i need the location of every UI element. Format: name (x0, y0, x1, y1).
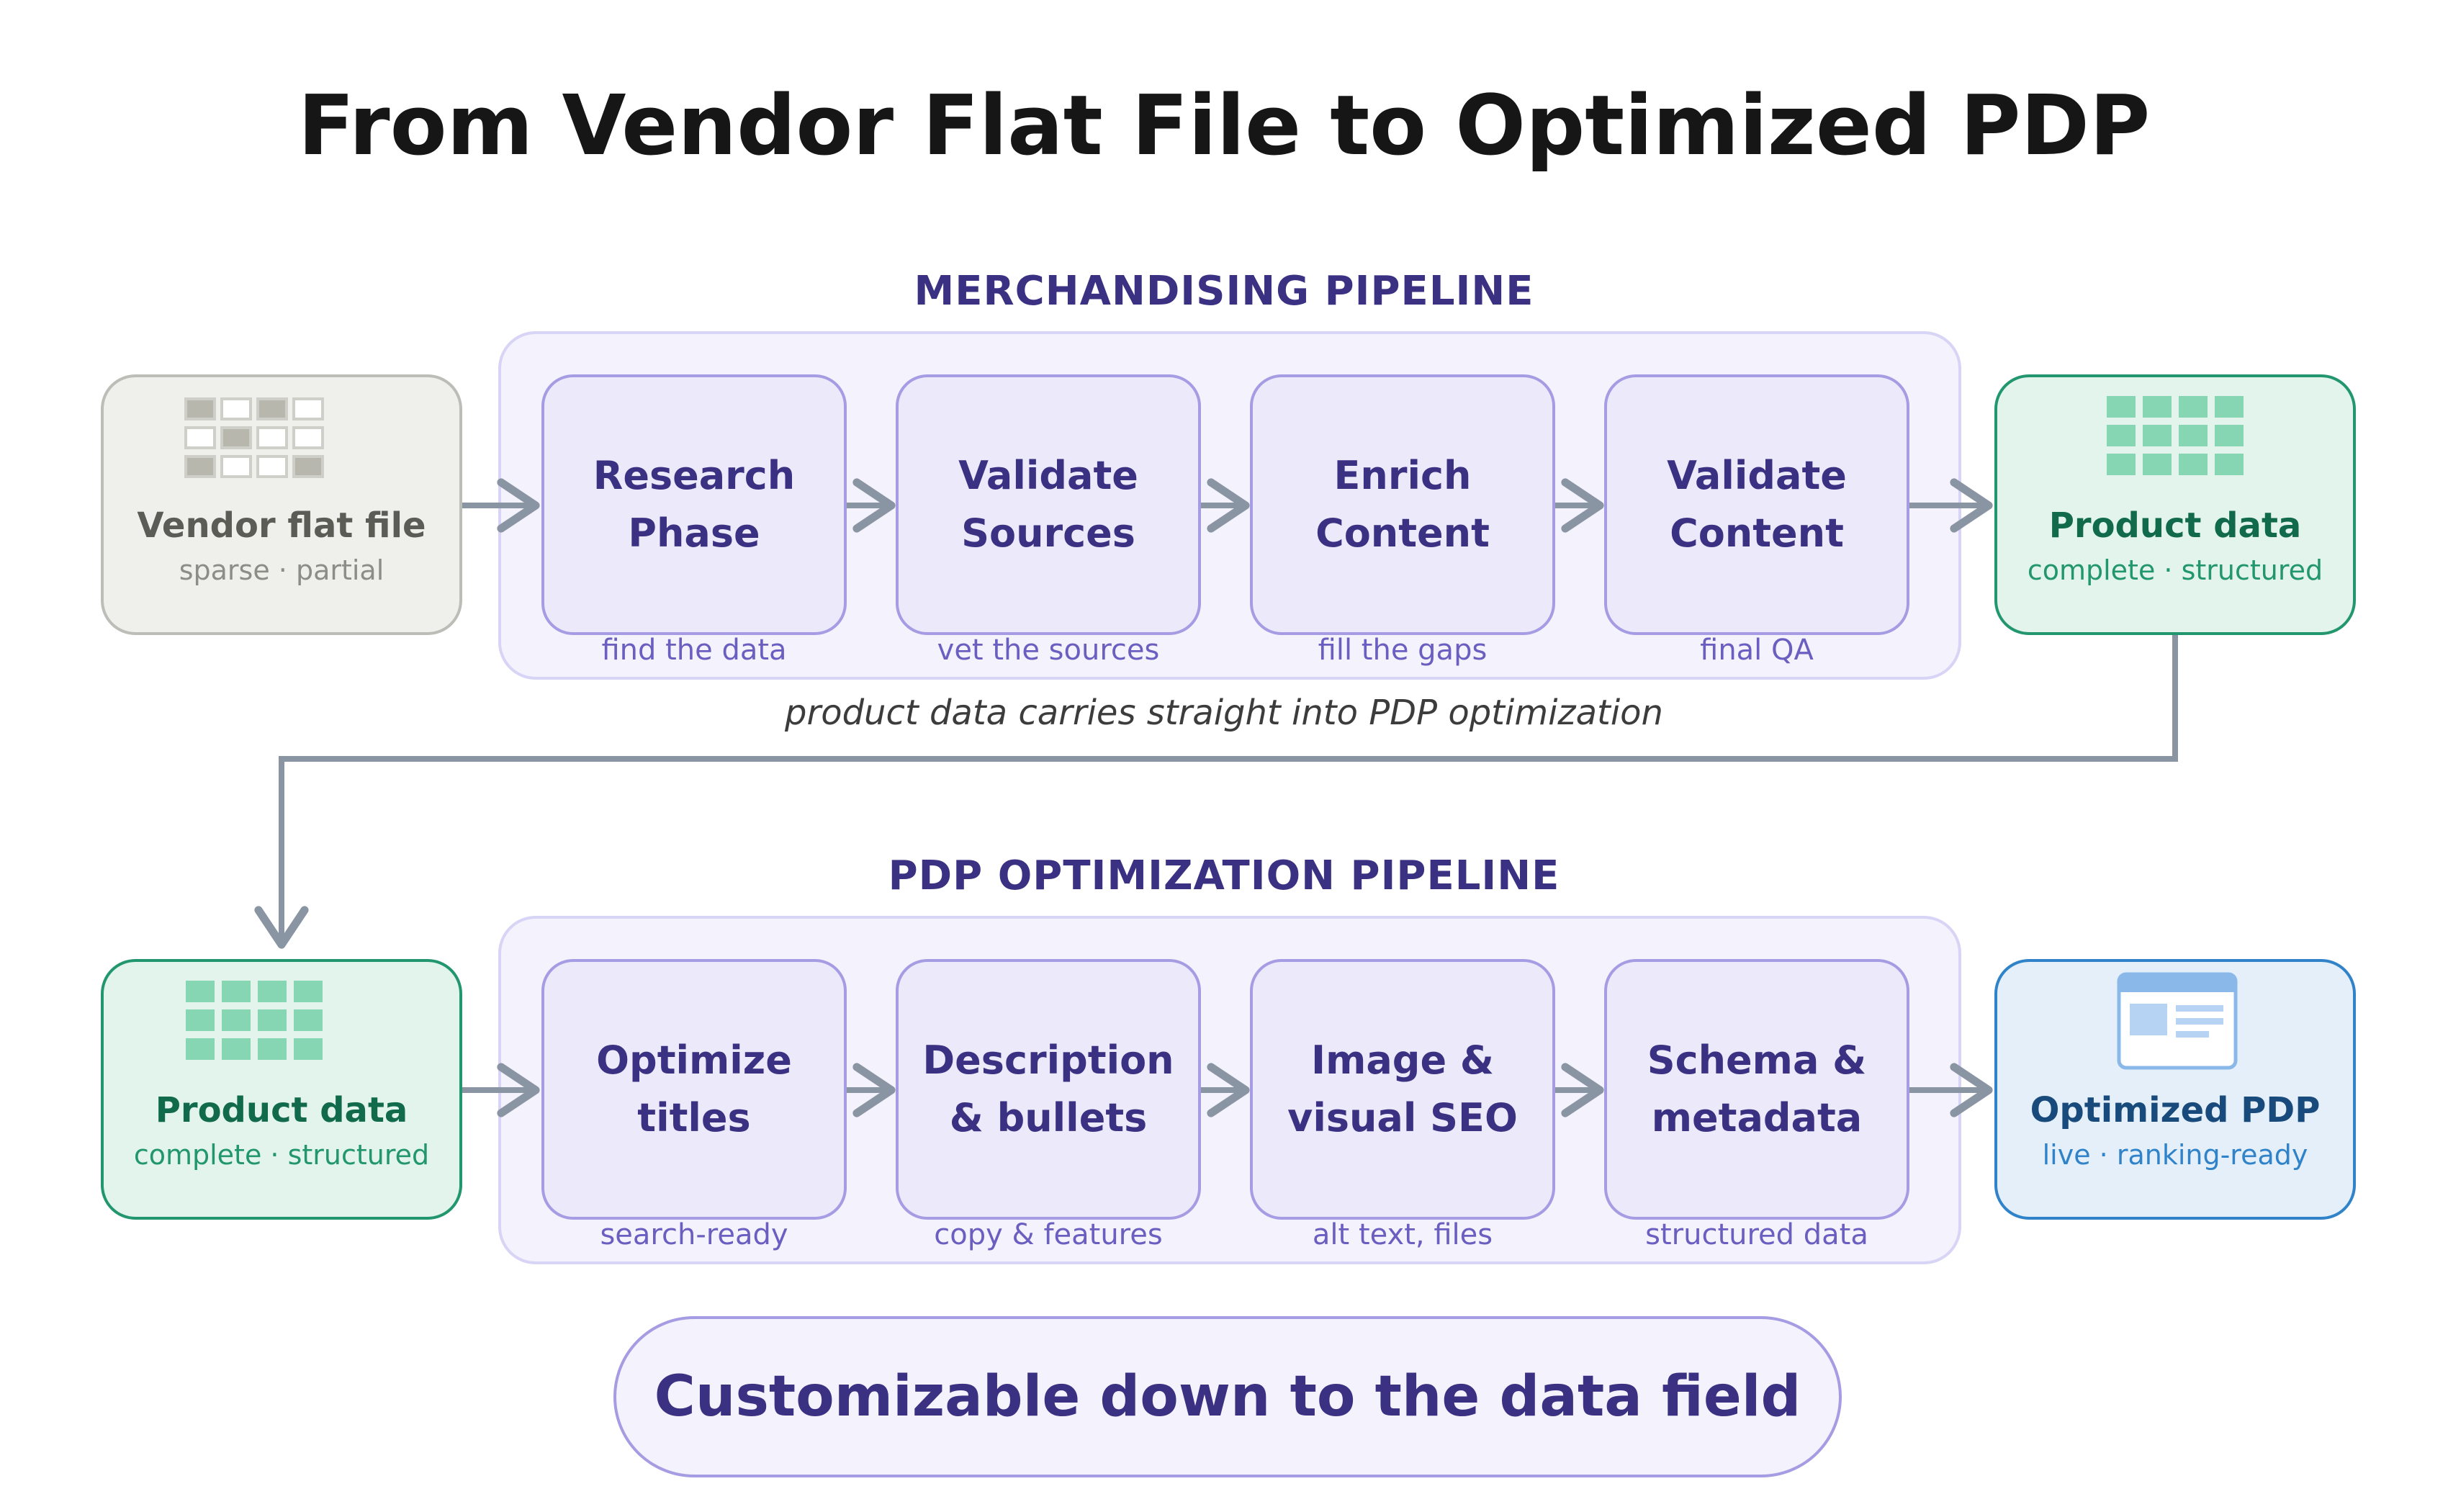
tagline-text: Customizable down to the data field (654, 1364, 1801, 1429)
stage-label-line1: Validate (1667, 453, 1847, 498)
stage-label-line2: visual SEO (1287, 1095, 1518, 1140)
product-data-subtitle: complete · structured (2027, 554, 2323, 586)
web-page-icon (2117, 972, 2238, 1070)
stage-caption: final QA (1700, 634, 1814, 667)
stage-label-line2: Phase (628, 510, 760, 556)
stage-label-line1: Schema & (1647, 1038, 1867, 1083)
stage-caption: search-ready (600, 1218, 788, 1251)
optimized-pdp-box: Optimized PDP live · ranking-ready (1994, 959, 2356, 1220)
vendor-flat-file-title: Vendor flat file (137, 505, 426, 546)
stage-label-line1: Enrich (1333, 453, 1472, 498)
stage-optimize-titles: Optimize titles (541, 959, 847, 1220)
stage-caption: structured data (1645, 1218, 1868, 1251)
stage-label-line2: & bullets (949, 1095, 1148, 1140)
vendor-flat-file-subtitle: sparse · partial (179, 554, 384, 586)
stage-description-bullets: Description & bullets (896, 959, 1201, 1220)
stage-label-line2: titles (637, 1095, 751, 1140)
product-data-title: Product data (2048, 505, 2302, 546)
stage-caption: alt text, files (1312, 1218, 1493, 1251)
stage-caption: fill the gaps (1318, 634, 1488, 667)
stage-image-visual-seo: Image & visual SEO (1250, 959, 1555, 1220)
stage-label-line1: Image & (1311, 1038, 1494, 1083)
product-data-title: Product data (155, 1090, 408, 1130)
stage-label-line1: Optimize (596, 1038, 792, 1083)
stage-schema-metadata: Schema & metadata (1604, 959, 1909, 1220)
stage-label-line2: Content (1315, 510, 1490, 556)
stage-label-line2: Sources (961, 510, 1135, 556)
stage-caption: copy & features (934, 1218, 1163, 1251)
stage-label-line2: Content (1670, 510, 1844, 556)
stage-label-line2: metadata (1651, 1095, 1863, 1140)
merchandising-pipeline-label: MERCHANDISING PIPELINE (914, 268, 1534, 315)
stage-label-line1: Research (593, 453, 796, 498)
pdp-pipeline-label: PDP OPTIMIZATION PIPELINE (888, 852, 1560, 899)
complete-grid-icon (2107, 396, 2244, 475)
page-title: From Vendor Flat File to Optimized PDP (297, 78, 2151, 174)
tagline-pill: Customizable down to the data field (613, 1316, 1842, 1477)
complete-grid-icon (186, 981, 323, 1060)
stage-label-line1: Validate (958, 453, 1138, 498)
product-data-output-box: Product data complete · structured (1994, 374, 2356, 635)
sparse-grid-icon (184, 397, 324, 478)
optimized-pdp-subtitle: live · ranking-ready (2042, 1139, 2308, 1171)
product-data-subtitle: complete · structured (133, 1139, 430, 1171)
stage-caption: vet the sources (937, 634, 1160, 667)
stage-label-line1: Description (922, 1038, 1174, 1083)
stage-caption: find the data (601, 634, 787, 667)
handoff-arrow (254, 635, 2178, 949)
product-data-input-box: Product data complete · structured (101, 959, 462, 1220)
vendor-flat-file-box: Vendor flat file sparse · partial (101, 374, 462, 635)
handoff-note: product data carries straight into PDP o… (785, 693, 1663, 733)
optimized-pdp-title: Optimized PDP (2030, 1090, 2321, 1130)
